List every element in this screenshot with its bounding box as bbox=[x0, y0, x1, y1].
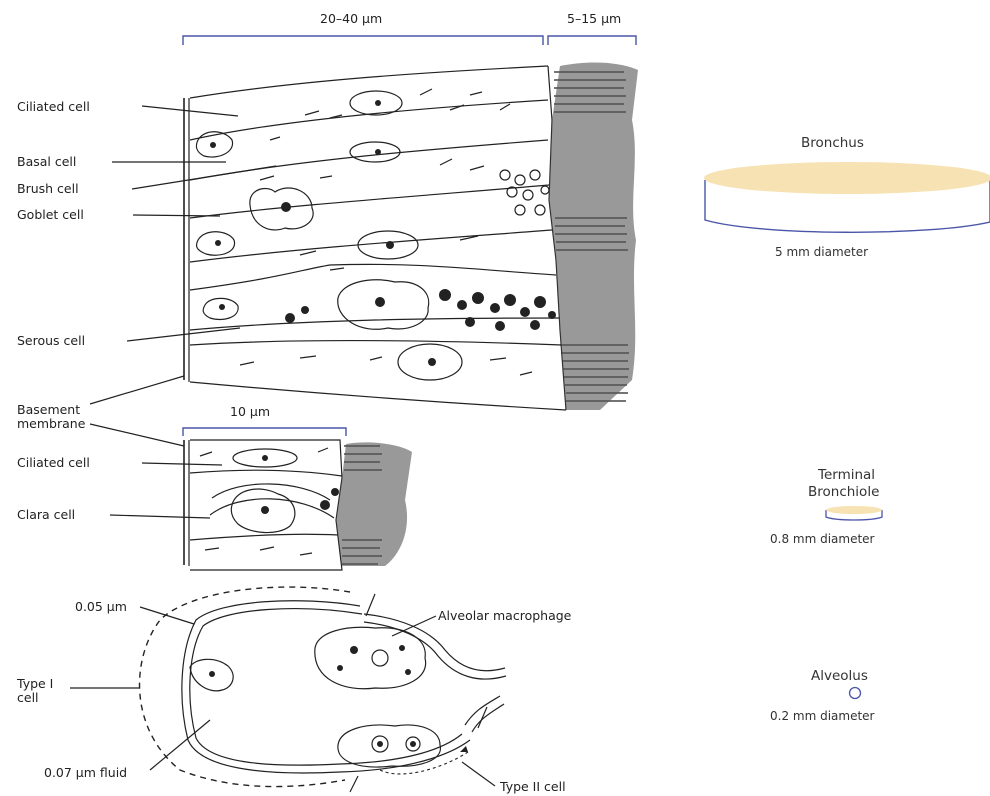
bronchus-title: Bronchus bbox=[801, 135, 864, 151]
terminal-title-2: Bronchiole bbox=[808, 484, 879, 500]
label-basal-cell: Basal cell bbox=[17, 154, 76, 169]
bronchus-diameter: 5 mm diameter bbox=[775, 245, 868, 259]
dimension-bracket-10 bbox=[183, 428, 346, 436]
terminal-bronchiole-reference: Terminal Bronchiole 0.8 mm diameter bbox=[770, 467, 882, 546]
label-clara-cell: Clara cell bbox=[17, 507, 75, 522]
label-type-i-cell-2: cell bbox=[17, 690, 39, 705]
dim-10-label: 10 µm bbox=[230, 404, 270, 419]
label-goblet-cell: Goblet cell bbox=[17, 207, 84, 222]
label-ciliated-cell-2: Ciliated cell bbox=[17, 455, 90, 470]
alveolus-title: Alveolus bbox=[811, 668, 868, 684]
dim-20-40-label: 20–40 µm bbox=[320, 11, 382, 26]
terminal-diameter: 0.8 mm diameter bbox=[770, 532, 875, 546]
label-type-ii-cell: Type II cell bbox=[499, 779, 566, 794]
label-thickness-005: 0.05 µm bbox=[75, 599, 127, 614]
label-serous-cell: Serous cell bbox=[17, 333, 85, 348]
bronchus-epithelium bbox=[184, 63, 638, 410]
label-brush-cell: Brush cell bbox=[17, 181, 79, 196]
label-fluid-007: 0.07 µm fluid bbox=[44, 765, 127, 780]
dim-5-15-label: 5–15 µm bbox=[567, 11, 621, 26]
label-basement-membrane-1: Basement bbox=[17, 402, 80, 417]
label-basement-membrane-2: membrane bbox=[17, 416, 86, 431]
label-type-i-cell-1: Type I bbox=[16, 676, 53, 691]
terminal-title-1: Terminal bbox=[817, 467, 875, 483]
bronchus-labels: Ciliated cell Basal cell Brush cell Gobl… bbox=[17, 99, 276, 446]
dimension-bracket-5-15 bbox=[548, 36, 636, 45]
bronchiole-labels: Ciliated cell Clara cell bbox=[17, 455, 222, 522]
alveolus-circle bbox=[850, 688, 861, 699]
bronchus-reference: Bronchus 5 mm diameter bbox=[704, 135, 990, 259]
alveolus-diameter: 0.2 mm diameter bbox=[770, 709, 875, 723]
alveolus-reference: Alveolus 0.2 mm diameter bbox=[770, 668, 875, 723]
dimension-bracket-20-40 bbox=[183, 36, 543, 45]
label-alveolar-macrophage: Alveolar macrophage bbox=[438, 608, 572, 623]
bronchiole-epithelium bbox=[184, 440, 412, 570]
label-ciliated-cell-1: Ciliated cell bbox=[17, 99, 90, 114]
